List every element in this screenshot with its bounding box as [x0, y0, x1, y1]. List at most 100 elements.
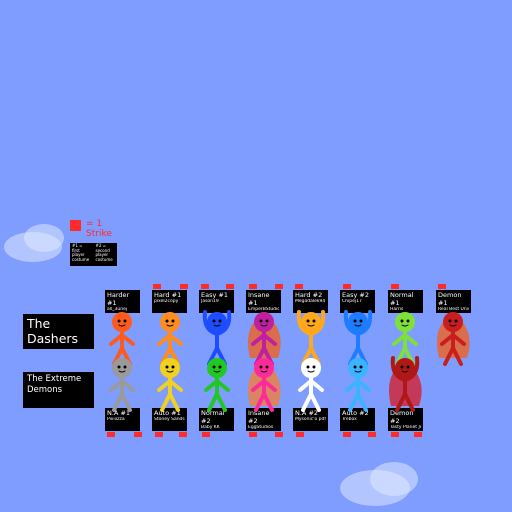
strike-marker: [368, 432, 376, 437]
strike-marker: [201, 284, 209, 289]
face-icon: [306, 365, 316, 373]
cloud: [370, 462, 418, 496]
extreme-demons-label: The Extreme Demons: [23, 372, 94, 408]
tag-player-name: pixel2copy: [154, 299, 179, 304]
top-figure-5[interactable]: [296, 310, 326, 366]
tag-player-name: Trebox: [342, 417, 357, 422]
strike-marker: [343, 432, 351, 437]
top-figure-6[interactable]: [343, 310, 373, 366]
bottom-figure-3[interactable]: [204, 358, 230, 412]
face-icon: [212, 319, 222, 327]
strike-marker: [275, 284, 283, 289]
strike-marker: [438, 284, 446, 289]
strike-marker: [226, 284, 234, 289]
bottom-figure-2[interactable]: [157, 358, 183, 412]
face-icon: [117, 319, 127, 327]
bottom-figure-7[interactable]: [390, 356, 420, 412]
strike-marker: [179, 432, 187, 437]
strike-swatch: [70, 220, 81, 231]
top-figure-7[interactable]: [392, 312, 418, 366]
tag-player-name: Chipej17: [342, 299, 362, 304]
tag-difficulty: Hard #2: [295, 291, 323, 299]
face-icon: [259, 319, 269, 327]
tag-difficulty: Insane #2: [248, 409, 270, 425]
top-figure-1[interactable]: [109, 312, 135, 366]
strike-marker: [391, 432, 399, 437]
face-icon: [165, 319, 175, 327]
strike-marker: [107, 432, 115, 437]
tag-player-name: Megadalek94: [295, 299, 326, 304]
tag-player-name: Harris: [390, 307, 404, 312]
strike-marker: [249, 432, 257, 437]
strike-marker: [153, 284, 161, 289]
tag-player-name: EmperBStudios: [248, 307, 279, 312]
tag-player-name: Real Best Universal: [438, 307, 469, 312]
dashers-label: The Dashers: [23, 314, 94, 349]
tag-difficulty: Normal #1: [390, 291, 414, 307]
costume-legend: #1 = first player costume #2 = second pl…: [70, 243, 117, 266]
face-icon: [212, 365, 222, 373]
legend-second-costume: #2 = second player costume: [95, 243, 113, 262]
tag-difficulty: N.A #2: [295, 409, 319, 417]
strike-marker: [275, 432, 283, 437]
tag-player-name: Jason19: [201, 299, 219, 304]
top-figure-2[interactable]: [157, 312, 183, 366]
tag-player-name: Baby KK: [201, 425, 220, 430]
strike-marker: [249, 284, 257, 289]
tag-difficulty: Normal #2: [201, 409, 225, 425]
tag-difficulty: Auto #1: [154, 409, 181, 417]
tag-player-name: Piiiiiizza: [107, 417, 125, 422]
face-icon: [400, 365, 410, 373]
strike-marker: [202, 432, 210, 437]
legend-first-costume: #1 = first player costume: [72, 243, 90, 262]
strike-marker: [134, 432, 142, 437]
tag-difficulty: N.A #1: [107, 409, 131, 417]
strike-marker: [155, 432, 163, 437]
strike-marker: [180, 284, 188, 289]
strike-marker: [295, 284, 303, 289]
face-icon: [353, 319, 363, 327]
tag-player-name: Mysonic'o pdf: [295, 417, 326, 422]
tag-difficulty: Easy #1: [201, 291, 228, 299]
bottom-figure-1[interactable]: [109, 358, 135, 412]
tag-difficulty: Harder #1: [107, 291, 130, 307]
strike-marker: [391, 284, 399, 289]
tag-player-name: Tasty Planet Jelly Gim: [390, 425, 421, 430]
bottom-figure-6[interactable]: [345, 358, 371, 412]
tag-player-name: EggStudios: [248, 425, 274, 430]
strike-marker: [296, 432, 304, 437]
face-icon: [165, 365, 175, 373]
face-icon: [400, 319, 410, 327]
tag-difficulty: Auto #2: [342, 409, 369, 417]
tag-player-name: all_3unej: [107, 307, 128, 312]
face-icon: [117, 365, 127, 373]
strike-marker: [343, 284, 351, 289]
bottom-figure-4[interactable]: [251, 358, 277, 412]
top-figure-8[interactable]: [440, 312, 466, 366]
bottom-figure-5[interactable]: [298, 358, 324, 412]
tag-difficulty: Demon #1: [438, 291, 462, 307]
tag-difficulty: Easy #2: [342, 291, 369, 299]
face-icon: [353, 365, 363, 373]
tag-difficulty: Insane #1: [248, 291, 270, 307]
strike-marker: [414, 432, 422, 437]
cloud: [24, 224, 64, 252]
face-icon: [259, 365, 269, 373]
top-figure-3[interactable]: [202, 310, 232, 366]
